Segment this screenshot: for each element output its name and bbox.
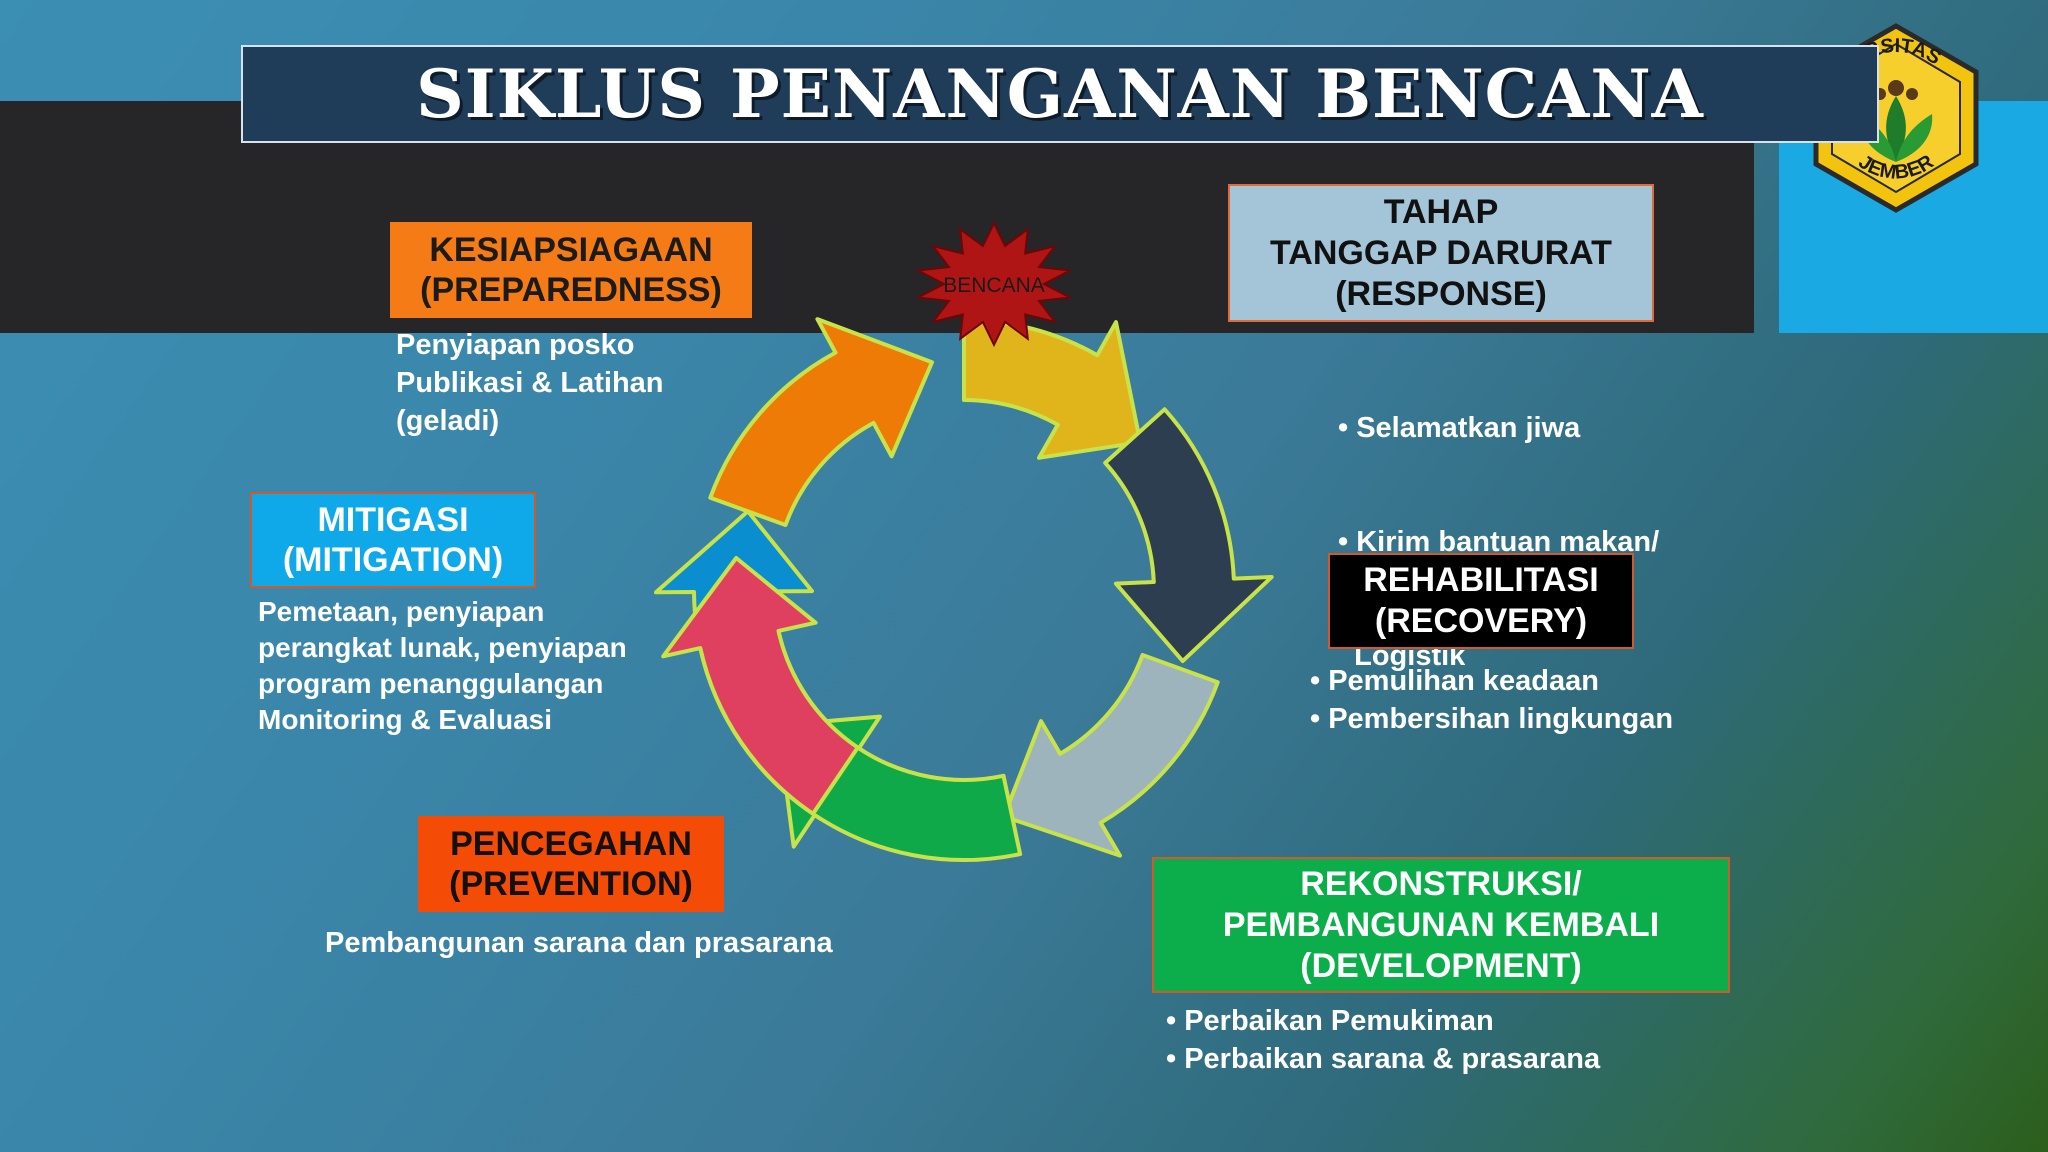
arrow-preparedness [708,317,934,527]
prevention-title: PENCEGAHAN [450,825,692,863]
center-label: BENCANA [943,274,1045,297]
bencana-burst: BENCANA [914,220,1074,348]
recovery-desc-line: • Pembersihan lingkungan [1310,703,1674,735]
response-label: TAHAP TANGGAP DARURAT (RESPONSE) [1228,184,1654,322]
arrow-response [962,318,1143,460]
preparedness-label: KESIAPSIAGAAN (PREPAREDNESS) [390,222,752,318]
arrow-recovery [1001,653,1220,858]
development-desc-line: • Perbaikan Pemukiman [1166,1005,1494,1037]
preparedness-title: KESIAPSIAGAAN [429,231,713,269]
mitigation-subtitle: (MITIGATION) [282,541,504,579]
mitigation-desc-line: perangkat lunak, penyiapan [258,632,627,663]
prevention-desc-line: Pembangunan sarana dan prasarana [325,927,833,959]
development-desc: • Perbaikan Pemukiman • Perbaikan sarana… [1166,1002,1600,1078]
mitigation-desc-line: program penanggulangan [258,668,604,699]
prevention-subtitle: (PREVENTION) [449,865,693,903]
response-desc-line: • Selamatkan jiwa [1338,412,1581,444]
preparedness-desc-line: (geladi) [396,405,500,437]
recovery-desc: • Pemulihan keadaan • Pembersihan lingku… [1310,662,1673,738]
development-desc-line: • Perbaikan sarana & prasarana [1166,1043,1601,1075]
preparedness-subtitle: (PREPAREDNESS) [420,271,722,309]
preparedness-desc: Penyiapan posko Publikasi & Latihan (gel… [396,326,664,440]
prevention-label: PENCEGAHAN (PREVENTION) [418,816,724,912]
mitigation-title: MITIGASI [317,501,469,539]
arrow-prevention [661,556,860,816]
arrow-response-dark [1103,407,1274,664]
mitigation-label: MITIGASI (MITIGATION) [250,492,536,588]
response-desc: • Selamatkan jiwa • Kirim bantuan makan/… [1338,333,1659,713]
development-subtitle: (DEVELOPMENT) [1300,946,1582,985]
preparedness-desc-line: Penyiapan posko [396,329,635,361]
recovery-subtitle: (RECOVERY) [1374,602,1588,640]
development-title: REKONSTRUKSI/ [1300,864,1582,903]
mitigation-desc-line: Pemetaan, penyiapan [258,596,545,627]
prevention-desc: Pembangunan sarana dan prasarana [325,924,833,962]
development-label: REKONSTRUKSI/ PEMBANGUNAN KEMBALI (DEVEL… [1152,857,1730,993]
mitigation-desc: Pemetaan, penyiapan perangkat lunak, pen… [258,594,627,738]
response-title: TAHAP [1383,192,1499,231]
response-title: TANGGAP DARURAT [1270,233,1612,272]
preparedness-desc-line: Publikasi & Latihan [396,367,664,399]
response-subtitle: (RESPONSE) [1335,274,1547,313]
cycle-arrows [654,317,1274,862]
development-title: PEMBANGUNAN KEMBALI [1222,905,1660,944]
mitigation-desc-line: Monitoring & Evaluasi [258,704,553,735]
response-desc-line: • Kirim bantuan makan/ [1338,526,1660,558]
recovery-title: REHABILITASI [1363,561,1599,599]
recovery-desc-line: • Pemulihan keadaan [1310,665,1599,697]
recovery-label: REHABILITASI (RECOVERY) [1328,553,1634,649]
page-title: SIKLUS PENANGANAN BENCANA [416,55,1704,133]
title-box: SIKLUS PENANGANAN BENCANA [241,45,1879,143]
